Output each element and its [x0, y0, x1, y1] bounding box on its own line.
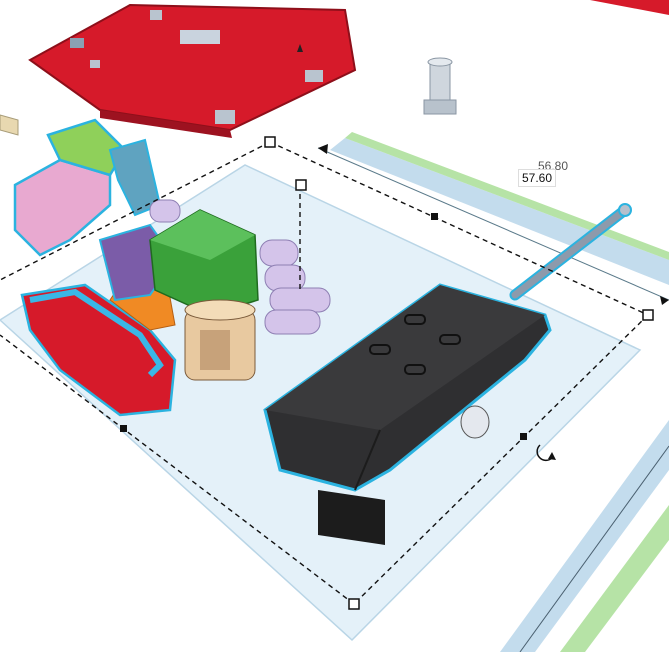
- rotate-arrow-icon[interactable]: [536, 444, 556, 462]
- tan-shape-edge[interactable]: [0, 114, 19, 136]
- red-board-model[interactable]: [28, 3, 357, 138]
- height-handle[interactable]: [295, 179, 307, 191]
- dimension-arrow-end-icon: [660, 296, 669, 305]
- scale-handle-top[interactable]: [264, 136, 276, 148]
- grey-cylinder-part[interactable]: [423, 57, 457, 115]
- selection-bounding-box[interactable]: [0, 141, 649, 605]
- left-assembly[interactable]: [13, 118, 331, 417]
- dimension-label-primary[interactable]: 57.60: [518, 169, 557, 187]
- red-shape-edge[interactable]: [590, 0, 669, 15]
- edge-handle-top[interactable]: [431, 213, 438, 220]
- scale-handle-bottom[interactable]: [348, 598, 360, 610]
- scale-handle-right[interactable]: [642, 309, 654, 321]
- edge-handle-right[interactable]: [520, 433, 527, 440]
- ruler-strips: [317, 132, 669, 653]
- radio-body-model[interactable]: [263, 203, 632, 545]
- radio-button-grid: [369, 314, 461, 375]
- edge-handle-bottom[interactable]: [120, 425, 127, 432]
- dimension-arrow-icon: [318, 144, 328, 154]
